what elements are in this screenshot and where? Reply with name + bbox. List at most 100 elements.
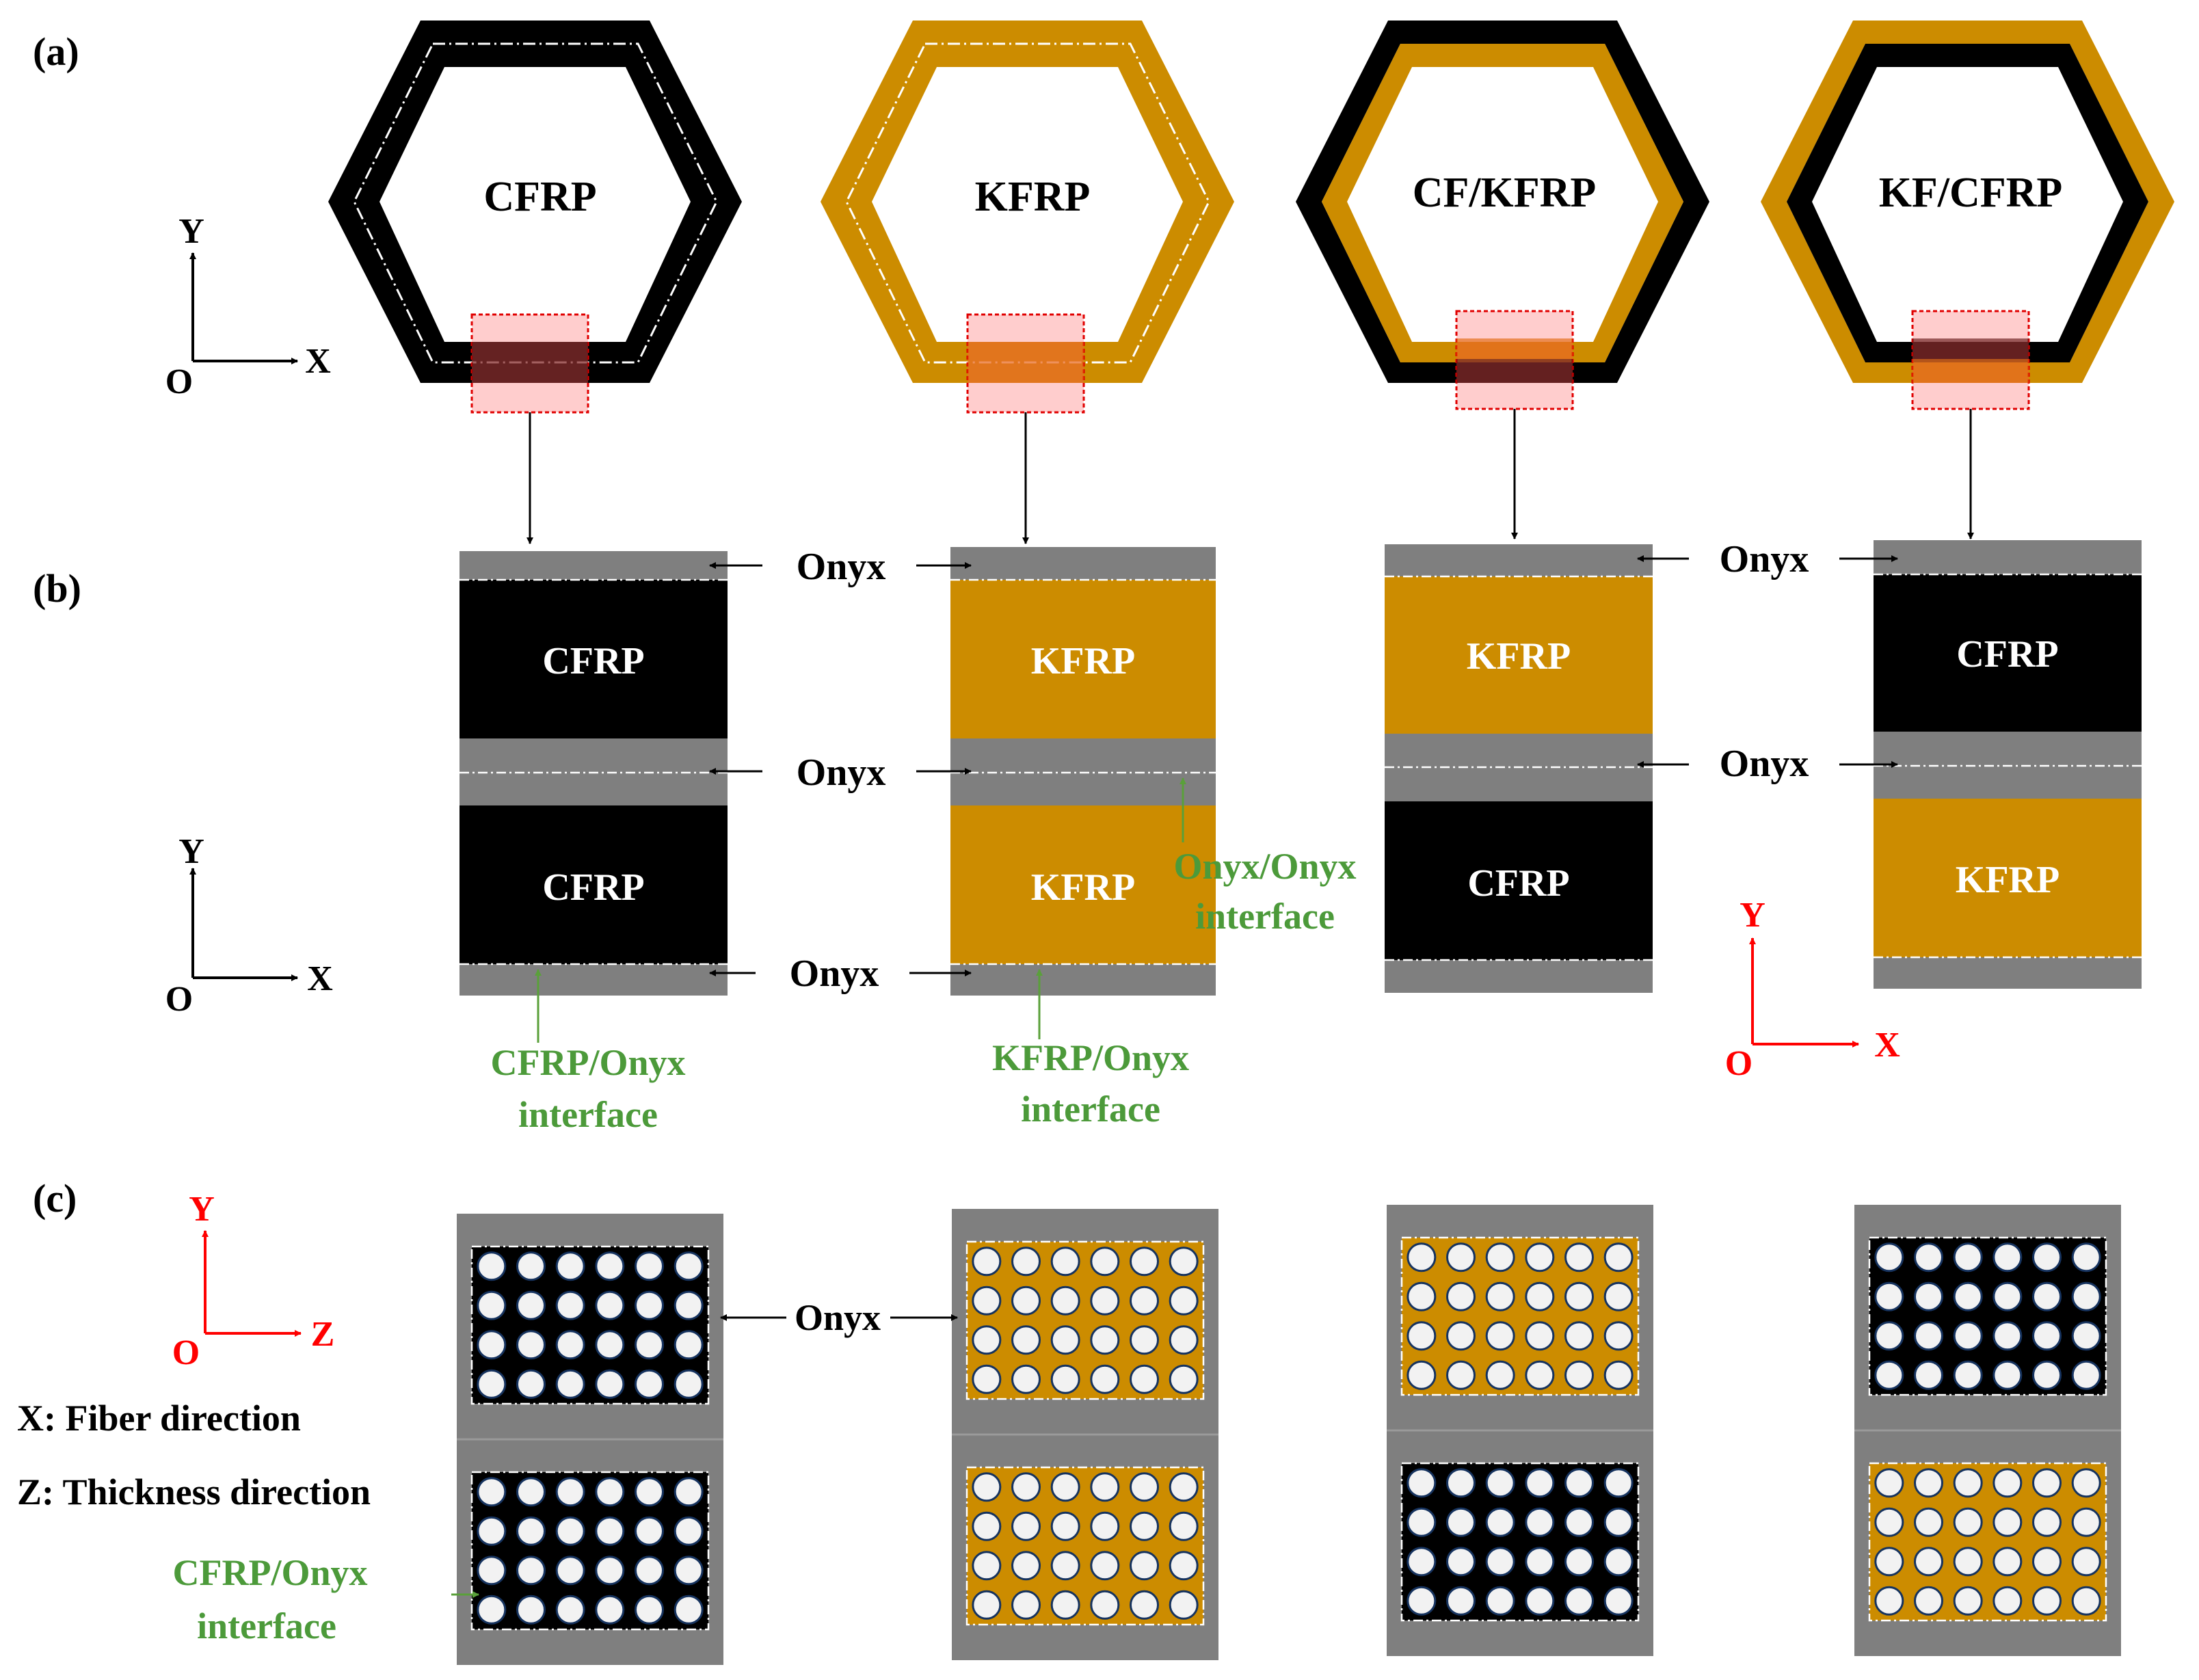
onyx-label: Onyx: [797, 546, 886, 588]
fiber: [1485, 1507, 1515, 1537]
fiber: [1914, 1586, 1943, 1616]
fiber-layer: [472, 1472, 708, 1629]
fiber: [1050, 1511, 1080, 1541]
fiber: [674, 1516, 704, 1546]
interface-label: CFRP/Onyx: [172, 1552, 367, 1593]
fiber: [972, 1285, 1002, 1316]
fiber: [555, 1516, 585, 1546]
onyx-label: Onyx: [790, 952, 879, 995]
fiber: [1090, 1285, 1120, 1316]
fiber: [1874, 1547, 1904, 1577]
fiber: [477, 1556, 507, 1586]
fiber: [1914, 1242, 1943, 1272]
fiber: [1011, 1246, 1041, 1277]
fiber: [1050, 1472, 1080, 1502]
fiber: [1169, 1364, 1199, 1394]
layer-interface: [965, 1466, 1205, 1626]
fiber: [1446, 1321, 1476, 1351]
hexagon-label-cfrp: CFRP: [483, 174, 596, 220]
fiber: [2071, 1547, 2101, 1577]
fiber: [555, 1556, 585, 1586]
fiber: [1914, 1281, 1943, 1311]
axis-label-y: Y: [1740, 896, 1765, 935]
hexagon-cfrp: CFRP: [328, 21, 742, 414]
fiber-layer: [1402, 1463, 1638, 1621]
fiber-layer: [472, 1246, 708, 1404]
axis-label-origin: O: [165, 362, 193, 401]
fiber: [1564, 1586, 1594, 1616]
fiber: [1130, 1285, 1159, 1316]
fiber: [1564, 1321, 1594, 1351]
fiber: [1993, 1321, 2023, 1351]
fiber: [1446, 1547, 1476, 1577]
fiber: [595, 1556, 625, 1586]
axis-label-y: Y: [178, 212, 204, 251]
fiber: [1090, 1472, 1120, 1502]
fiber: [674, 1595, 704, 1625]
fiber: [1603, 1586, 1634, 1616]
fiber: [1525, 1507, 1555, 1537]
fiber: [1407, 1321, 1437, 1351]
fiber: [972, 1511, 1002, 1541]
onyx-label: Onyx: [1720, 538, 1809, 581]
fiber: [1874, 1468, 1904, 1498]
axes-c: Y Z O: [172, 1190, 335, 1372]
onyx-label: Onyx: [795, 1297, 881, 1338]
fiber: [1011, 1551, 1041, 1581]
hexagon-kf-cfrp: KF/CFRP: [1761, 21, 2174, 410]
fiber: [477, 1595, 507, 1625]
fiber: [1525, 1547, 1555, 1577]
hexagon-kfrp: KFRP: [821, 21, 1234, 414]
fiber-layer: [967, 1242, 1203, 1399]
fiber: [595, 1251, 625, 1281]
axes-b-left: Y X O: [165, 832, 333, 1019]
axis-label-z: Z: [311, 1315, 335, 1354]
fiber: [2071, 1586, 2101, 1616]
interface-label: interface: [1021, 1089, 1160, 1130]
fiber: [1090, 1511, 1120, 1541]
fiber: [1953, 1468, 1983, 1498]
panel-label-b: (b): [33, 566, 81, 611]
fiber: [635, 1477, 664, 1507]
fiber: [1525, 1281, 1555, 1311]
fiber: [1011, 1285, 1041, 1316]
fiber: [1050, 1364, 1080, 1394]
layer-label: CFRP: [542, 866, 644, 909]
fiber: [1485, 1281, 1515, 1311]
fiber: [1050, 1551, 1080, 1581]
fiber: [1130, 1551, 1159, 1581]
fiber: [1603, 1321, 1634, 1351]
fiber: [1485, 1360, 1515, 1390]
fiber: [1090, 1325, 1120, 1355]
section-kf-cfrp: CFRP KFRP: [1874, 540, 2142, 989]
layer-label: CFRP: [542, 640, 644, 682]
axis-label-x: X: [307, 959, 333, 998]
fiber: [1485, 1547, 1515, 1577]
interface-label: KFRP/Onyx: [992, 1037, 1189, 1078]
fiber-layer: [1869, 1238, 2106, 1395]
fiber: [1446, 1242, 1476, 1272]
fiber: [555, 1330, 585, 1360]
fiber: [555, 1251, 585, 1281]
fiber: [1446, 1281, 1476, 1311]
fiber-layer: [1869, 1463, 2106, 1621]
layer-interface: [1868, 1236, 2107, 1396]
fiber: [1874, 1321, 1904, 1351]
fiber: [635, 1516, 664, 1546]
fiber: [1485, 1242, 1515, 1272]
axis-label-origin: O: [172, 1333, 200, 1372]
fiber: [1050, 1325, 1080, 1355]
onyx-label: Onyx: [797, 751, 886, 794]
fiber: [1953, 1547, 1983, 1577]
layer-interface: [1868, 1462, 2107, 1622]
fiber: [2032, 1547, 2062, 1577]
fiber: [1874, 1242, 1904, 1272]
fiber: [1603, 1360, 1634, 1390]
fiber: [1914, 1360, 1943, 1390]
fiber: [1130, 1246, 1159, 1277]
fiber: [1130, 1472, 1159, 1502]
axis-label-x: X: [305, 342, 331, 381]
fiber: [1564, 1281, 1594, 1311]
fiber: [1874, 1507, 1904, 1537]
fiber: [1130, 1364, 1159, 1394]
